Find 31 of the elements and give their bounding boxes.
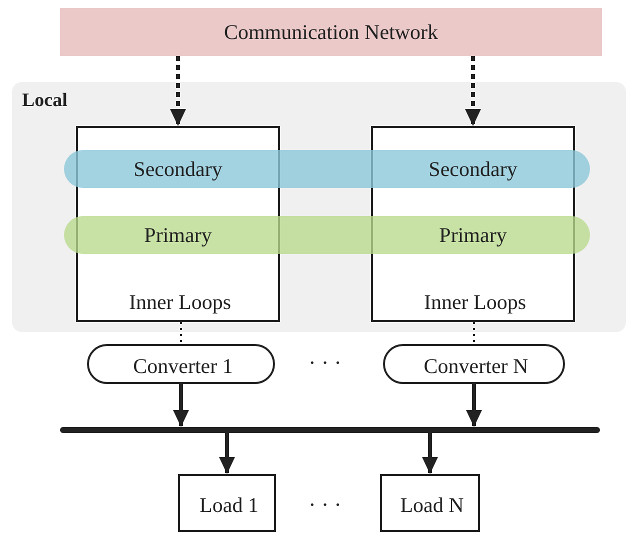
node-label: Load 1 <box>200 493 258 517</box>
ellipsis-label: · · · <box>308 350 342 376</box>
rounded-box <box>383 344 565 384</box>
node-label: Primary <box>144 223 212 247</box>
connector-line <box>473 322 475 344</box>
ellipsis-label: · · · <box>308 492 342 518</box>
arrow <box>219 433 235 474</box>
node-label: Load N <box>400 493 464 517</box>
node-label: Communication Network <box>224 20 438 44</box>
rounded-box <box>87 344 275 384</box>
arrow <box>465 56 481 126</box>
group-title: Local <box>22 89 68 113</box>
node-label: Inner Loops <box>128 290 232 314</box>
group-panel <box>12 82 626 332</box>
node-label: Primary <box>439 223 507 247</box>
node-label: Secondary <box>428 157 518 181</box>
arrow <box>173 384 189 427</box>
arrow <box>170 56 186 126</box>
arrow <box>466 384 482 427</box>
node-label: Converter N <box>424 354 528 378</box>
control-band <box>64 150 590 188</box>
load-box <box>178 474 276 532</box>
node-label: Converter 1 <box>133 354 233 378</box>
connector-line <box>180 322 182 344</box>
bus-bar <box>60 427 600 433</box>
control-band <box>64 216 590 254</box>
node-label: Inner Loops <box>424 290 526 314</box>
header-bar <box>60 8 602 56</box>
load-box <box>380 474 480 532</box>
node-label: Secondary <box>134 157 222 181</box>
arrow <box>422 433 438 474</box>
